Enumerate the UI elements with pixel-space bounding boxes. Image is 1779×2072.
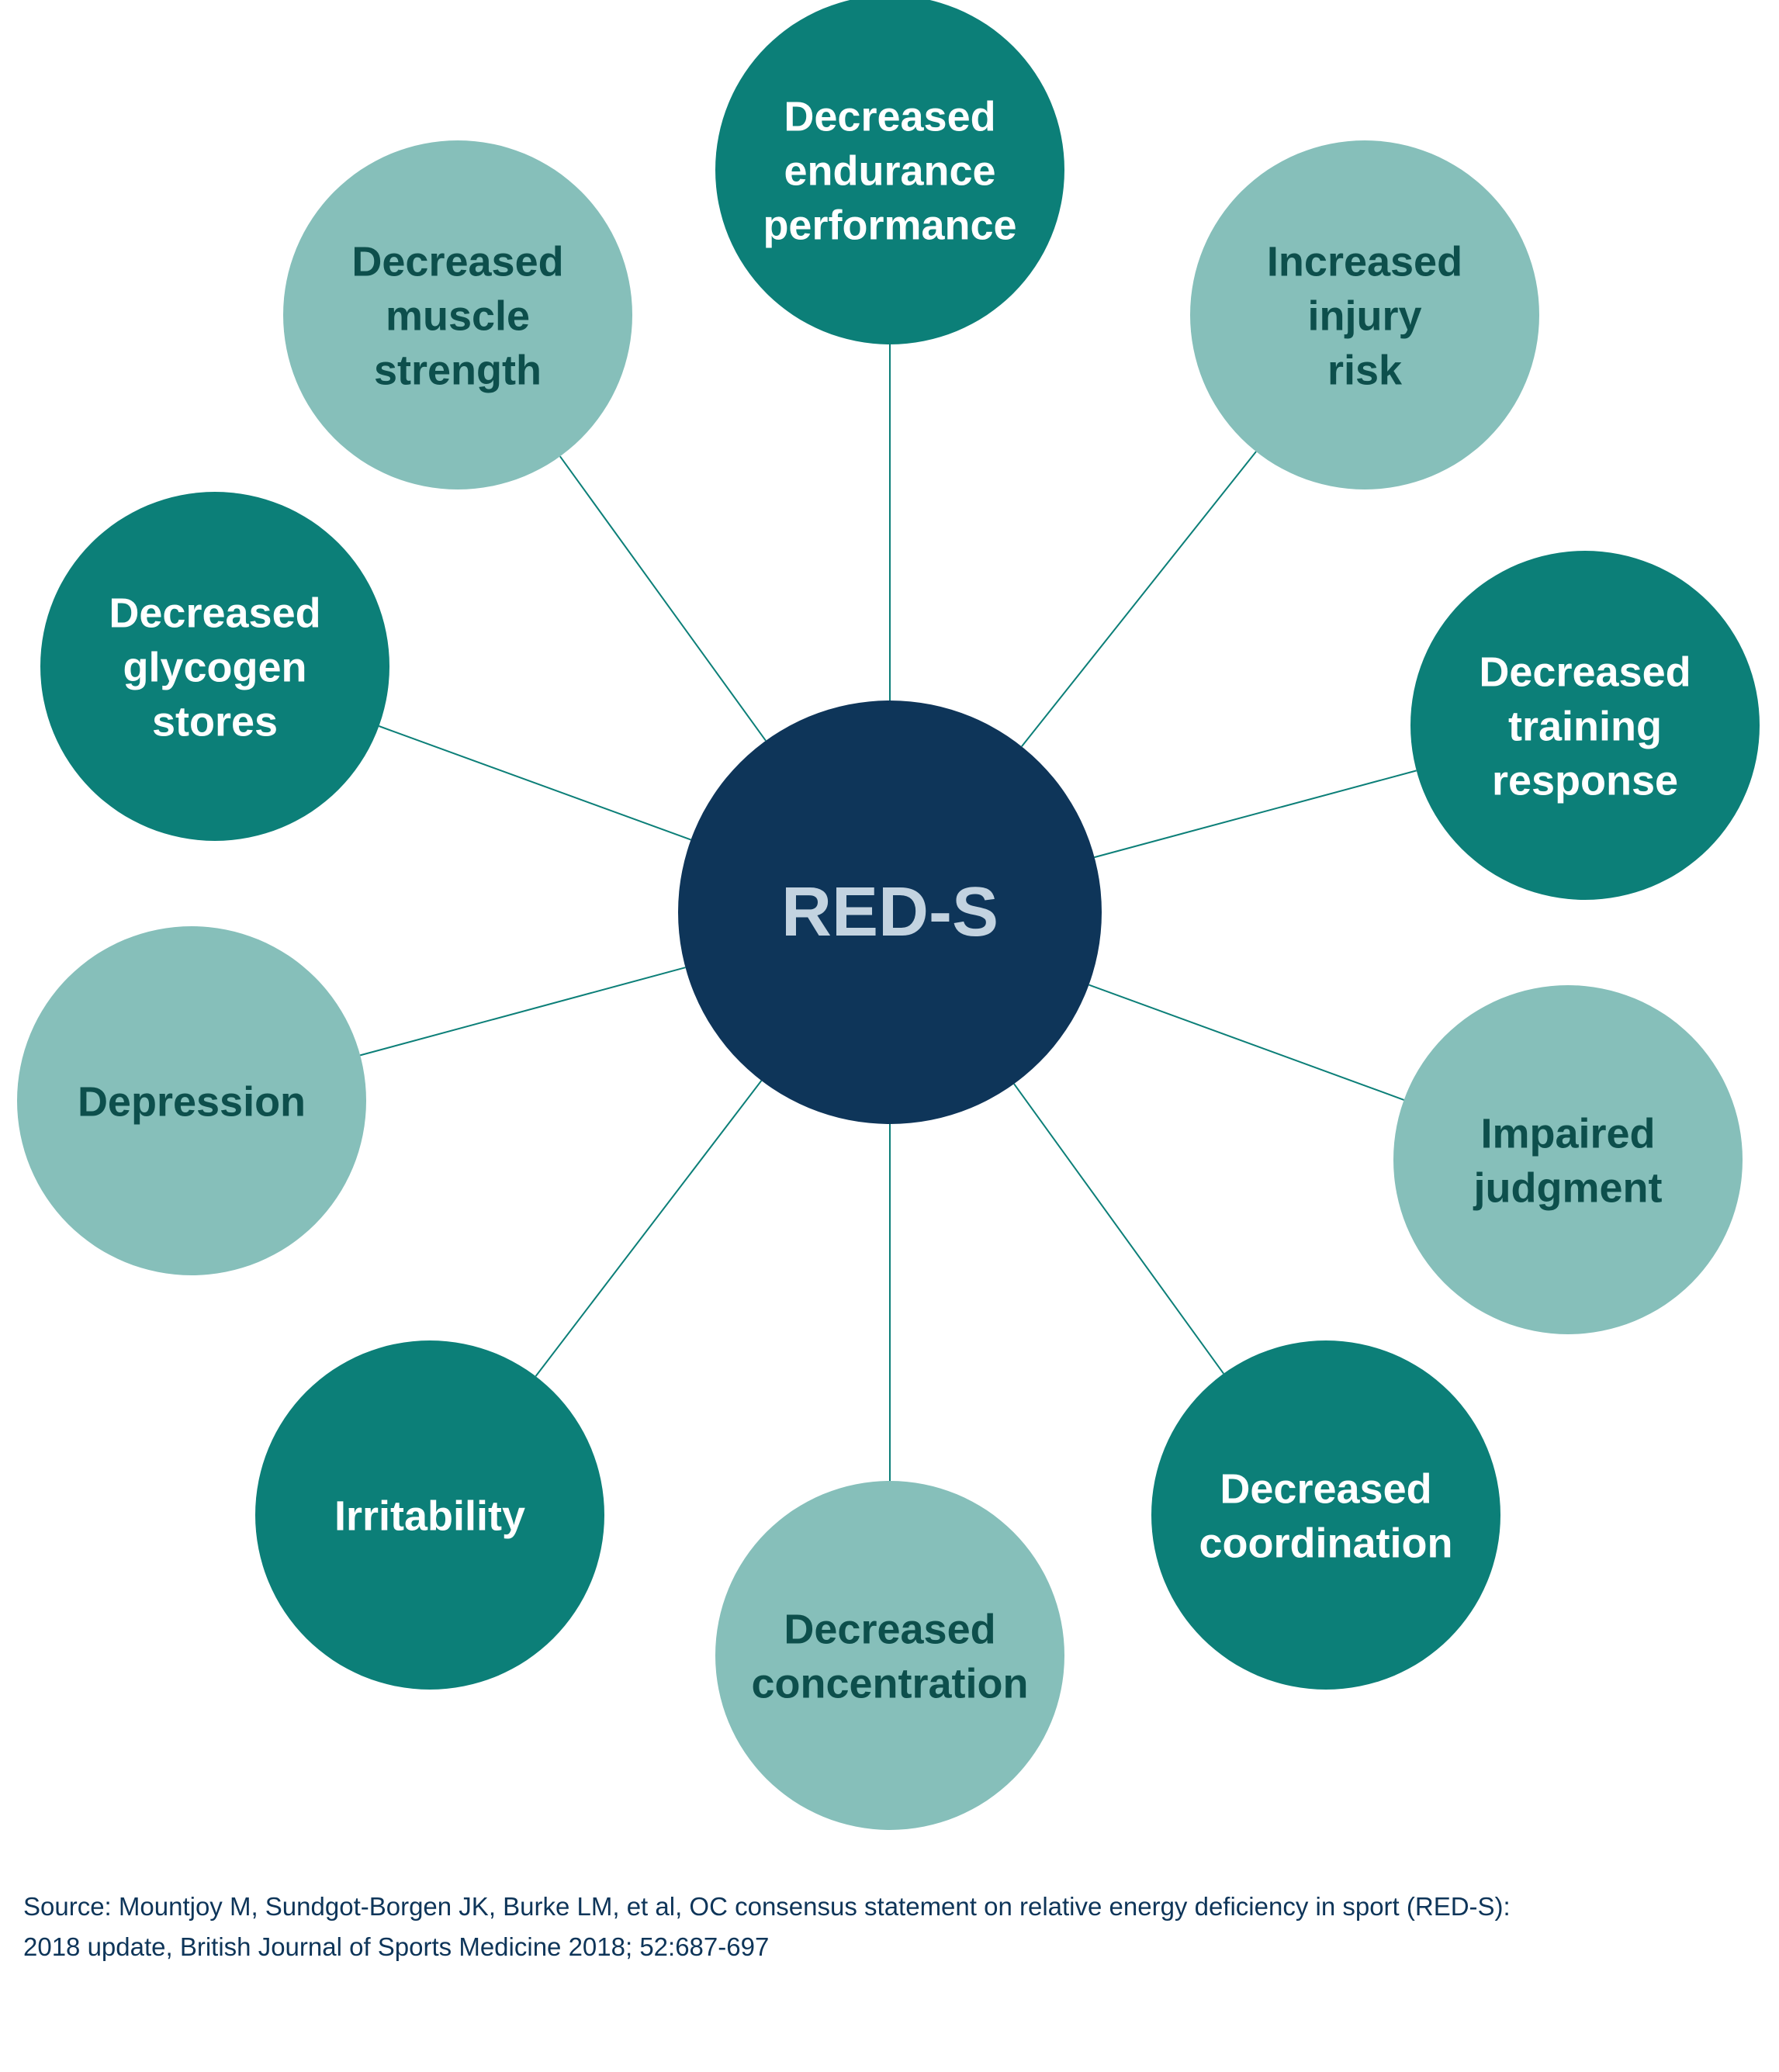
node-circle-depression (17, 926, 366, 1275)
connector-depression (359, 967, 686, 1057)
node-label-decreased-training-response-line-2: training (1508, 703, 1662, 749)
node-decreased-glycogen-stores: Decreased glycogen stores (40, 492, 389, 841)
node-circle-irritability (255, 1340, 604, 1690)
node-label-decreased-glycogen-stores-line-3: stores (152, 698, 278, 745)
node-circle-decreased-endurance-performance (715, 0, 1064, 344)
node-circle-decreased-coordination (1151, 1340, 1500, 1690)
node-label-impaired-judgment-line-1: Impaired (1480, 1110, 1655, 1157)
node-label-decreased-glycogen-stores-line-2: glycogen (123, 644, 306, 690)
node-label-decreased-muscle-strength-line-3: strength (374, 347, 542, 393)
node-decreased-muscle-strength: Decreased muscle strength (283, 140, 632, 489)
node-label-depression-line-1: Depression (78, 1078, 306, 1125)
node-label-increased-injury-risk-line-1: Increased (1267, 238, 1462, 285)
node-label-decreased-muscle-strength-line-1: Decreased (351, 238, 563, 285)
connector-decreased-glycogen-stores (379, 725, 691, 841)
node-label-irritability-line-1: Irritability (334, 1493, 525, 1539)
node-increased-injury-risk: Increased injury risk (1190, 140, 1539, 489)
center-node: RED-S (678, 700, 1102, 1124)
node-label-decreased-training-response-line-3: response (1492, 757, 1678, 804)
node-circle-decreased-concentration (715, 1481, 1064, 1830)
node-label-decreased-concentration-line-1: Decreased (784, 1606, 995, 1652)
node-label-decreased-concentration-line-2: concentration (751, 1660, 1028, 1707)
connector-decreased-training-response (1094, 770, 1417, 859)
connector-decreased-coordination (1013, 1083, 1224, 1375)
node-label-decreased-coordination-line-1: Decreased (1220, 1465, 1431, 1512)
source-line-1: Source: Mountjoy M, Sundgot-Borgen JK, B… (23, 1892, 1511, 1921)
node-label-increased-injury-risk-line-2: injury (1307, 292, 1421, 339)
connector-decreased-muscle-strength (559, 455, 767, 742)
node-decreased-concentration: Decreased concentration (715, 1481, 1064, 1830)
node-decreased-endurance-performance: Decreased endurance performance (715, 0, 1064, 344)
connector-irritability (535, 1080, 763, 1377)
node-label-decreased-glycogen-stores-line-1: Decreased (109, 590, 320, 636)
connector-lines (359, 344, 1417, 1481)
center-circle (678, 700, 1102, 1124)
node-label-impaired-judgment-line-2: judgment (1473, 1164, 1663, 1211)
node-depression: Depression (17, 926, 366, 1275)
node-impaired-judgment: Impaired judgment (1393, 985, 1743, 1334)
node-circle-increased-injury-risk (1190, 140, 1539, 489)
node-irritability: Irritability (255, 1340, 604, 1690)
node-circle-decreased-glycogen-stores (40, 492, 389, 841)
connector-increased-injury-risk (1021, 451, 1257, 747)
node-decreased-coordination: Decreased coordination (1151, 1340, 1500, 1690)
source-citation: Source: Mountjoy M, Sundgot-Borgen JK, B… (23, 1887, 1761, 1967)
node-label-increased-injury-risk-line-3: risk (1327, 347, 1403, 393)
node-label-decreased-training-response-line-1: Decreased (1479, 649, 1691, 695)
node-circle-impaired-judgment (1393, 985, 1743, 1334)
node-label-decreased-muscle-strength-line-2: muscle (386, 292, 530, 339)
node-label-decreased-endurance-performance-line-1: Decreased (784, 93, 995, 140)
node-circle-decreased-training-response (1410, 551, 1760, 900)
connector-impaired-judgment (1089, 984, 1404, 1101)
node-label-decreased-endurance-performance-line-3: performance (763, 202, 1016, 248)
node-label-decreased-coordination-line-2: coordination (1199, 1520, 1453, 1566)
node-decreased-training-response: Decreased training response (1410, 551, 1760, 900)
source-line-2: 2018 update, British Journal of Sports M… (23, 1932, 770, 1961)
center-label: RED-S (781, 873, 999, 951)
node-label-decreased-endurance-performance-line-2: endurance (784, 147, 995, 194)
node-circle-decreased-muscle-strength (283, 140, 632, 489)
